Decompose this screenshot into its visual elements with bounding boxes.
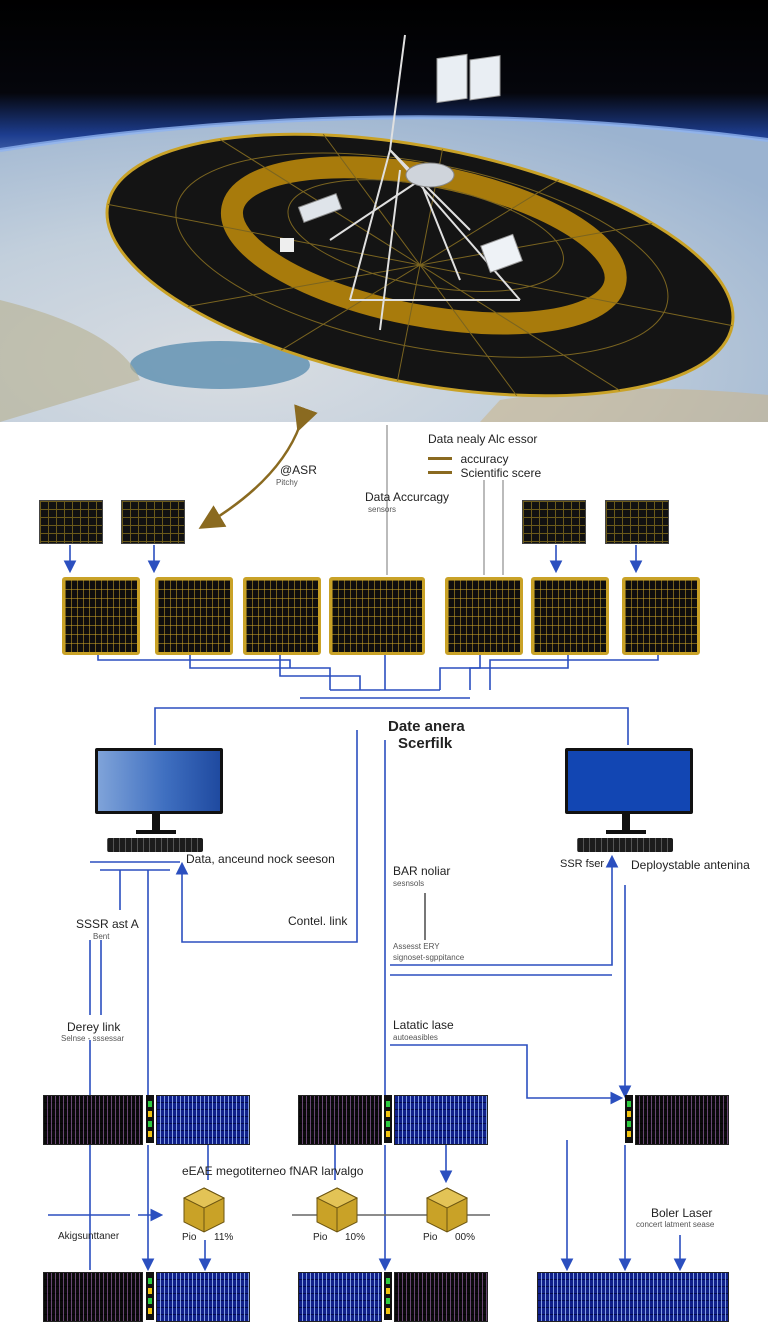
rack-status-leds — [625, 1095, 633, 1143]
label-left-bottom: Akigsunttaner — [58, 1231, 120, 1242]
center-title-line1: Date anera — [388, 718, 465, 735]
computer-monitor-icon[interactable] — [95, 748, 223, 852]
label-derey-link: Derey link — [67, 1020, 121, 1034]
label-left-mid-sub: Bent — [93, 932, 110, 941]
earth-atmosphere — [0, 115, 768, 152]
pct-2-value: 10% — [345, 1232, 366, 1243]
legend-swatch-icon — [428, 457, 452, 461]
instrument-box — [280, 238, 294, 252]
label-bar-noliar-sub: sesnsols — [393, 879, 425, 888]
label-modules-title: eEAE megotiterneo fNAR larvalgo — [182, 1164, 364, 1178]
label-top-left: @ASR — [280, 463, 317, 477]
server-rack-icon[interactable] — [156, 1095, 250, 1145]
keyboard-icon — [107, 838, 203, 852]
monitor-stand — [622, 814, 630, 830]
server-rack-icon[interactable] — [156, 1272, 250, 1322]
sensor-chip[interactable] — [605, 500, 669, 544]
lake — [130, 341, 310, 389]
label-derey-link-sub: Selnse - sssessar — [61, 1034, 125, 1043]
label-bar-noliar: BAR noliar — [393, 864, 451, 878]
label-latatic-lase: Latatic lase — [393, 1018, 454, 1032]
server-rack-icon[interactable] — [43, 1095, 143, 1145]
label-data-accuracy-sub: sensors — [368, 505, 397, 514]
monitor-screen — [95, 748, 223, 814]
rack-status-leds — [146, 1272, 154, 1320]
monitor-base — [606, 830, 646, 834]
land — [0, 300, 140, 422]
legend-title: Data nealy Alc essor — [428, 432, 538, 446]
sensor-chip[interactable] — [121, 500, 185, 544]
rack-status-leds — [146, 1095, 154, 1143]
label-boler-laser: Boler Laser — [651, 1206, 713, 1220]
pct-1-prefix: Pio — [182, 1232, 197, 1243]
label-control-link: Contel. link — [288, 914, 348, 928]
label-left-monitor: Data, anceund nock seeson — [186, 852, 335, 866]
circuit-board-icon[interactable] — [445, 577, 523, 655]
circuit-board-icon[interactable] — [531, 577, 609, 655]
server-rack-icon[interactable] — [635, 1095, 729, 1145]
circuit-board-icon[interactable] — [329, 577, 425, 655]
monitor-stand — [152, 814, 160, 830]
legend-item-label: Scientific scere — [460, 466, 542, 480]
server-rack-icon[interactable] — [537, 1272, 729, 1322]
instrument-box — [297, 193, 343, 223]
monitor-screen — [565, 748, 693, 814]
rack-status-leds — [384, 1272, 392, 1320]
cube-module-icon[interactable] — [315, 1186, 359, 1234]
label-annotation-a: Assesst ERY — [393, 942, 440, 951]
computer-monitor-icon[interactable] — [565, 748, 693, 852]
keyboard-icon — [577, 838, 673, 852]
solar-panel — [480, 233, 523, 273]
cube-module-icon[interactable] — [425, 1186, 469, 1234]
server-rack-icon[interactable] — [43, 1272, 143, 1322]
label-annotation-b: signoset-sgppitance — [393, 953, 465, 962]
legend-item-label: accuracy — [460, 452, 509, 466]
satellite-body — [405, 162, 455, 188]
sensor-chip[interactable] — [522, 500, 586, 544]
label-boler-laser-sub: concert latment sease — [636, 1220, 715, 1229]
monitor-base — [136, 830, 176, 834]
pct-2-prefix: Pio — [313, 1232, 328, 1243]
circuit-board-icon[interactable] — [622, 577, 700, 655]
label-left-mid: SSSR ast A — [76, 917, 139, 931]
legend-item-scientific: Scientific scere — [428, 464, 541, 482]
server-rack-icon[interactable] — [298, 1095, 382, 1145]
sensor-chip[interactable] — [39, 500, 103, 544]
satellite-scene — [0, 0, 768, 422]
cube-module-icon[interactable] — [182, 1186, 226, 1234]
pct-1-value: 11% — [214, 1232, 234, 1243]
label-data-accuracy: Data Accurcagy — [365, 490, 450, 504]
label-right-monitor-a: SSR fser — [560, 858, 605, 870]
server-rack-icon[interactable] — [394, 1095, 488, 1145]
center-title-line2: Scerfilk — [398, 735, 453, 752]
solar-panel — [436, 53, 468, 104]
label-top-left-sub: Pitchy — [276, 478, 298, 487]
legend-arrow-icon — [428, 471, 452, 475]
solar-panel — [469, 55, 501, 101]
server-rack-icon[interactable] — [298, 1272, 382, 1322]
label-latatic-lase-sub: autoeasibles — [393, 1033, 438, 1042]
circuit-board-icon[interactable] — [155, 577, 233, 655]
label-right-monitor-b: Deploystable antenina — [631, 858, 750, 872]
circuit-board-icon[interactable] — [243, 577, 321, 655]
server-rack-icon[interactable] — [394, 1272, 488, 1322]
pct-3-prefix: Pio — [423, 1232, 438, 1243]
brown-arrow — [198, 404, 318, 529]
legend-item-accuracy: accuracy — [428, 450, 508, 468]
circuit-board-icon[interactable] — [62, 577, 140, 655]
pct-3-value: 00% — [455, 1232, 476, 1243]
rack-status-leds — [384, 1095, 392, 1143]
